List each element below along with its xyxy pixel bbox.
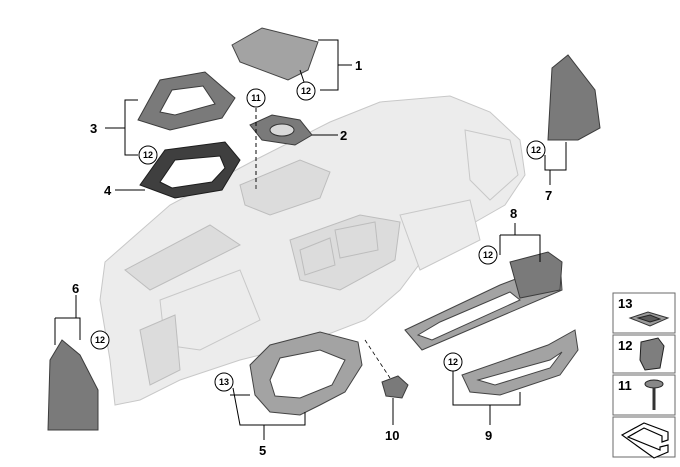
part-8-shape bbox=[404, 251, 563, 351]
part-3-shape bbox=[137, 71, 236, 131]
label-part-3: 3 bbox=[90, 121, 97, 136]
part-1-shape bbox=[231, 27, 319, 81]
svg-text:12: 12 bbox=[531, 145, 541, 155]
part-7-shape bbox=[547, 54, 601, 141]
label-part-10: 10 bbox=[385, 428, 399, 443]
part-9-shape bbox=[461, 329, 579, 396]
svg-text:11: 11 bbox=[251, 93, 261, 103]
legend-label-13: 13 bbox=[618, 296, 632, 311]
svg-text:12: 12 bbox=[448, 357, 458, 367]
callout-12-part8: 12 bbox=[478, 245, 498, 265]
svg-text:12: 12 bbox=[95, 335, 105, 345]
part-6-shape bbox=[47, 339, 99, 431]
callout-11: 11 bbox=[246, 88, 266, 108]
legend-label-12: 12 bbox=[618, 338, 632, 353]
leaders bbox=[54, 39, 567, 440]
label-part-8: 8 bbox=[510, 206, 517, 221]
svg-text:12: 12 bbox=[143, 150, 153, 160]
label-part-9: 9 bbox=[485, 428, 492, 443]
svg-text:12: 12 bbox=[301, 86, 311, 96]
svg-text:13: 13 bbox=[219, 377, 229, 387]
callout-12-part7: 12 bbox=[526, 140, 546, 160]
part-5-shape bbox=[249, 331, 363, 416]
part-4-shape bbox=[139, 141, 241, 199]
label-part-6: 6 bbox=[72, 281, 79, 296]
part-2-shape bbox=[249, 114, 313, 146]
label-part-4: 4 bbox=[104, 183, 112, 198]
label-part-7: 7 bbox=[545, 188, 552, 203]
label-part-5: 5 bbox=[259, 443, 266, 458]
callout-12-part6: 12 bbox=[90, 330, 110, 350]
part-10-shape bbox=[381, 375, 409, 399]
callout-12-part1: 12 bbox=[296, 81, 316, 101]
callout-12-part3: 12 bbox=[138, 145, 158, 165]
callout-13-part5: 13 bbox=[214, 372, 234, 392]
callout-12-part9: 12 bbox=[443, 352, 463, 372]
legend: 13 12 11 bbox=[612, 292, 676, 459]
svg-text:12: 12 bbox=[483, 250, 493, 260]
dashboard-ghost bbox=[99, 95, 526, 406]
legend-label-11: 11 bbox=[618, 378, 632, 393]
label-part-2: 2 bbox=[340, 128, 347, 143]
label-part-1: 1 bbox=[355, 58, 362, 73]
